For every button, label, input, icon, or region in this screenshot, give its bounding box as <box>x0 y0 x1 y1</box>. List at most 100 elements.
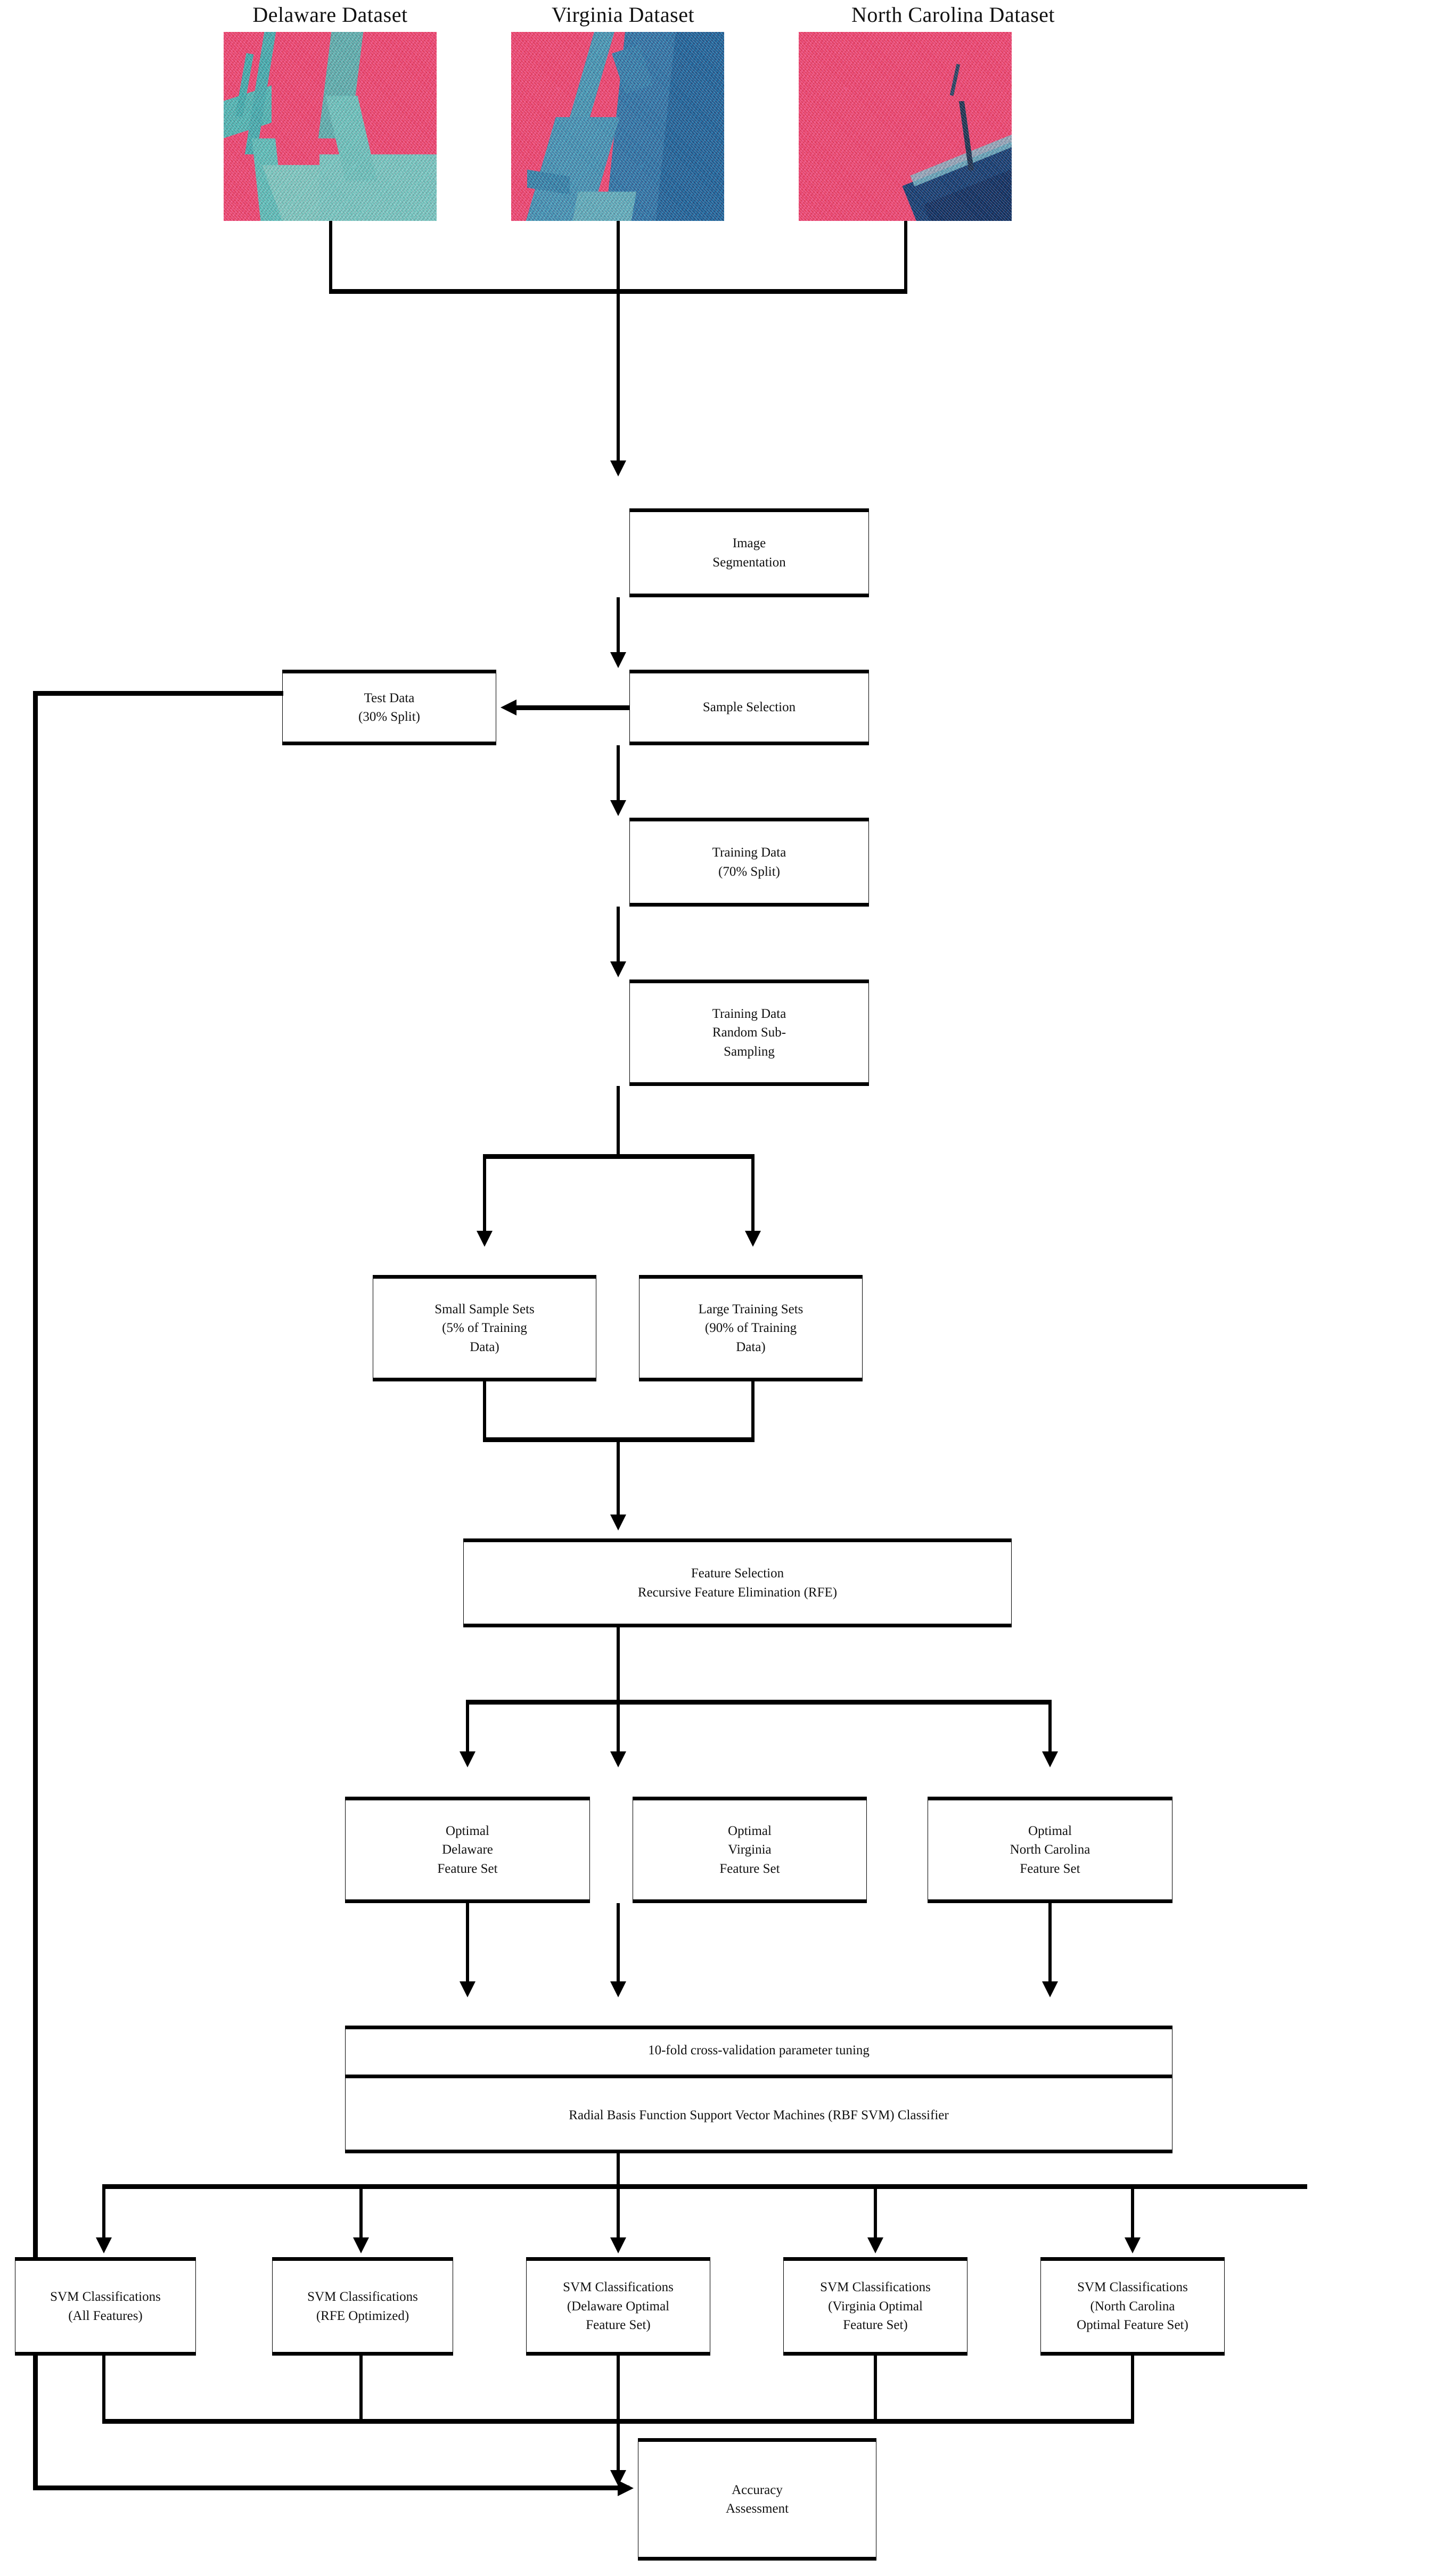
feature-selection-line-2: Recursive Feature Elimination (RFE) <box>637 1585 838 1600</box>
training-data-line-2: (70% Split) <box>718 864 780 879</box>
connector-nc-down <box>904 221 907 291</box>
arrow-to-accuracy-assessment <box>610 2470 626 2486</box>
arrow-to-classifier-from-nc <box>1042 1981 1058 1997</box>
node-accuracy-assessment: Accuracy Assessment <box>638 2438 876 2561</box>
svm-all-line-1: SVM Classifications <box>50 2290 161 2304</box>
connector-bus-to-svm-va <box>874 2184 877 2242</box>
arrow-to-optimal-nc <box>1042 1751 1058 1767</box>
sample-selection-line-1: Sample Selection <box>702 700 796 715</box>
arrow-to-classifier-from-va <box>610 1981 626 1997</box>
node-training-subsample: Training Data Random Sub- Sampling <box>629 980 869 1086</box>
rbf-svm-label: Radial Basis Function Support Vector Mac… <box>569 2108 949 2123</box>
arrow-to-svm-north-carolina <box>1125 2237 1141 2253</box>
large-training-sets-line-1: Large Training Sets <box>698 1302 803 1316</box>
arrow-to-large-training-sets <box>745 1231 761 1247</box>
small-sample-sets-line-3: Data) <box>470 1339 499 1354</box>
cv-tuning-cell: 10-fold cross-validation parameter tunin… <box>346 2026 1172 2075</box>
arrow-to-svm-rfe <box>353 2237 369 2253</box>
connector-feature-down <box>617 1627 620 1702</box>
large-training-sets-line-3: Data) <box>736 1339 766 1354</box>
arrow-to-image-segmentation <box>610 460 626 476</box>
svm-nc-line-3: Optimal Feature Set) <box>1077 2318 1188 2333</box>
connector-bus-to-svm-rfe <box>359 2184 363 2242</box>
arrow-to-test-data <box>501 699 516 715</box>
left-feedback-rail <box>33 691 38 2490</box>
connector-subsample-bus <box>483 1154 755 1159</box>
arrow-to-small-sample-sets <box>477 1231 493 1247</box>
small-sample-sets-line-2: (5% of Training <box>442 1321 527 1336</box>
svm-va-line-2: (Virginia Optimal <box>828 2299 923 2314</box>
node-svm-all-features: SVM Classifications (All Features) <box>15 2257 196 2356</box>
node-svm-delaware-optimal: SVM Classifications (Delaware Optimal Fe… <box>526 2257 710 2356</box>
node-image-segmentation: Image Segmentation <box>629 508 869 597</box>
svm-rfe-line-2: (RFE Optimized) <box>316 2308 409 2323</box>
connector-svm-rfe-down <box>359 2356 363 2422</box>
feature-selection-line-1: Feature Selection <box>691 1566 784 1581</box>
connector-svm-all-down <box>102 2356 105 2422</box>
node-optimal-north-carolina: Optimal North Carolina Feature Set <box>928 1797 1172 1903</box>
node-optimal-virginia: Optimal Virginia Feature Set <box>633 1797 867 1903</box>
north-carolina-satellite-image <box>799 32 1012 221</box>
dataset-title-virginia: Virginia Dataset <box>551 3 695 27</box>
svm-nc-line-1: SVM Classifications <box>1077 2280 1188 2295</box>
node-sample-selection: Sample Selection <box>629 670 869 745</box>
training-subsample-line-2: Random Sub- <box>712 1025 786 1040</box>
arrow-to-training-subsample <box>610 961 626 977</box>
optimal-delaware-line-1: Optimal <box>446 1823 489 1838</box>
optimal-virginia-line-2: Virginia <box>728 1842 772 1857</box>
svm-de-line-1: SVM Classifications <box>563 2280 674 2295</box>
connector-bus-to-small <box>483 1154 486 1235</box>
connector-segmentation-to-sample <box>617 597 620 656</box>
node-optimal-delaware: Optimal Delaware Feature Set <box>345 1797 590 1903</box>
arrow-to-sample-selection <box>610 652 626 668</box>
svm-rfe-line-1: SVM Classifications <box>307 2290 418 2304</box>
optimal-delaware-line-3: Feature Set <box>437 1861 498 1876</box>
connector-svm-de-down <box>617 2356 620 2422</box>
optimal-virginia-line-3: Feature Set <box>719 1861 780 1876</box>
arrow-to-feature-selection <box>610 1515 626 1530</box>
connector-bus-to-svm-de <box>617 2184 620 2242</box>
training-data-line-1: Training Data <box>712 845 786 860</box>
connector-optimal-bus <box>466 1700 1052 1705</box>
training-subsample-line-1: Training Data <box>712 1006 786 1021</box>
node-training-data: Training Data (70% Split) <box>629 818 869 907</box>
arrow-to-optimal-virginia <box>610 1751 626 1767</box>
connector-svm-bus <box>102 2184 1307 2189</box>
optimal-virginia-line-1: Optimal <box>728 1823 772 1838</box>
svm-de-line-3: Feature Set) <box>586 2318 651 2333</box>
connector-svm-va-down <box>874 2356 877 2422</box>
connector-optimal-va-down <box>617 1903 620 1986</box>
large-training-sets-line-2: (90% of Training <box>704 1321 797 1336</box>
connector-merge-to-feature <box>617 1437 620 1518</box>
svm-va-line-1: SVM Classifications <box>820 2280 931 2295</box>
training-subsample-line-3: Sampling <box>724 1044 775 1059</box>
connector-bus-to-optimal-nc <box>1048 1700 1052 1756</box>
test-data-line-2: (30% Split) <box>358 710 420 724</box>
connector-training-to-subsample <box>617 907 620 965</box>
node-test-data: Test Data (30% Split) <box>282 670 496 745</box>
image-segmentation-line-2: Segmentation <box>712 555 786 570</box>
svm-de-line-2: (Delaware Optimal <box>567 2299 670 2314</box>
connector-bus-to-optimal-de <box>466 1700 469 1756</box>
connector-bus-to-svm-all <box>102 2184 105 2242</box>
node-large-training-sets: Large Training Sets (90% of Training Dat… <box>639 1275 863 1381</box>
optimal-nc-line-2: North Carolina <box>1010 1842 1090 1857</box>
svm-nc-line-2: (North Carolina <box>1090 2299 1175 2314</box>
svm-va-line-3: Feature Set) <box>843 2318 908 2333</box>
connector-bus-to-segmentation <box>617 289 620 465</box>
arrow-to-training-data <box>610 800 626 816</box>
node-classifier: 10-fold cross-validation parameter tunin… <box>345 2026 1172 2153</box>
optimal-delaware-line-2: Delaware <box>442 1842 493 1857</box>
node-feature-selection: Feature Selection Recursive Feature Elim… <box>463 1538 1012 1627</box>
node-svm-rfe-optimized: SVM Classifications (RFE Optimized) <box>272 2257 453 2356</box>
connector-optimal-de-down <box>466 1903 469 1986</box>
arrow-to-svm-delaware <box>610 2237 626 2253</box>
connector-test-to-leftrail <box>33 691 283 696</box>
connector-virginia-down <box>617 221 620 291</box>
connector-svm-nc-down <box>1131 2356 1134 2422</box>
dataset-title-delaware: Delaware Dataset <box>252 3 408 27</box>
test-data-line-1: Test Data <box>364 690 415 705</box>
node-svm-virginia-optimal: SVM Classifications (Virginia Optimal Fe… <box>783 2257 967 2356</box>
connector-sample-to-test <box>516 705 629 710</box>
